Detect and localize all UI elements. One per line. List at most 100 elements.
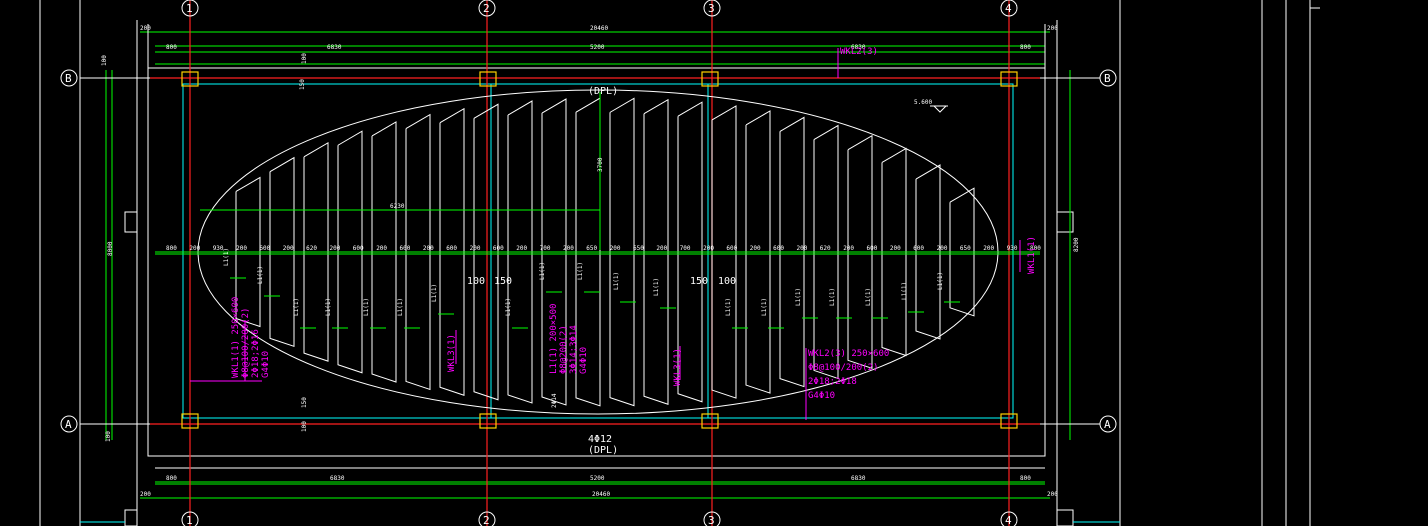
louver-slat (507, 100, 533, 404)
frame-lines (39, 0, 1320, 526)
l1-label: L1(1) (577, 262, 584, 280)
beam-dim-label: 650 (633, 245, 644, 252)
l1-label: L1(1) (725, 298, 732, 316)
axis-bubble-col-2: 2 2 (478, 0, 496, 526)
right-vertical-label: WKL1(1) (1027, 236, 1037, 274)
dim-top-2: 5200 (590, 44, 605, 51)
l1-label: L1(1) (363, 298, 370, 316)
louver-slat (235, 176, 261, 328)
beam-dim-label: 200 (703, 245, 714, 252)
axis-bubble-col-4: 4 4 (1000, 0, 1018, 526)
beam-dim-label: 600 (726, 245, 737, 252)
louver-slat (337, 130, 363, 374)
louver-slat (371, 121, 397, 383)
l1-label: L1(1) (829, 288, 836, 306)
beam-dim-label: 200 (189, 245, 200, 252)
wkl2-right-line0: WKL2(3) 250×600 (808, 349, 889, 359)
axis-col-2-bottom: 2 (483, 514, 490, 526)
beam-dim-label: 700 (680, 245, 691, 252)
l1-label: L1(1) (223, 248, 230, 266)
louver-slat (779, 116, 805, 388)
beam-dim-label: 600 (400, 245, 411, 252)
slab-outline (147, 67, 1046, 457)
wkl-top-label: WKL2(3) (840, 47, 878, 57)
beam-dim-label: 200 (330, 245, 341, 252)
beam-dim-label: 200 (890, 245, 901, 252)
top-dpl-label: (DPL) (588, 86, 618, 97)
axis-bubbles: 1 1 2 2 3 3 4 4 B B (60, 0, 1117, 526)
beam-dim-label: 600 (913, 245, 924, 252)
axis-bubble-row-B: B B (60, 69, 1117, 87)
l1-label: L1(1) (865, 288, 872, 306)
dim-left-100-bot: 100 (105, 431, 112, 442)
beam-dim-label: 650 (960, 245, 971, 252)
vertical-mid-label: WKL3(1) (673, 348, 683, 386)
bottom-2phi14: 2Φ14 (551, 393, 558, 408)
louver-slat (405, 113, 431, 391)
louver-slat (541, 98, 567, 406)
dim-left-8000: 8000 (107, 241, 114, 256)
wkl1-left-line0: WKL1(1) 250×600 (231, 297, 241, 378)
l1-label: L1(1) (293, 298, 300, 316)
l1-label: L1(1) (431, 284, 438, 302)
dim-top-1: 6830 (327, 44, 342, 51)
side-dimensions: 100 8000 100 8200 (101, 55, 1080, 442)
dim-top-3: 6830 (851, 44, 866, 51)
louver-slat (711, 105, 737, 399)
dim-3700: 3700 (597, 157, 604, 172)
dim-150-mid-b: 150 (690, 276, 708, 287)
wkl2-right-line3: G4Φ10 (808, 391, 835, 401)
beam-dim-labels: 800 200 930 200 600 200 620 200 600 200 600 200 600 2… (166, 245, 1041, 252)
dim-150-lower: 150 (301, 397, 308, 408)
axis-row-A-right: A (1104, 418, 1111, 431)
axis-col-4-top: 4 (1005, 2, 1012, 15)
l1-beam-labels: L1(1) L1(1) L1(1) L1(1) L1(1) L1(1) L1(1) L1(1)… (223, 248, 960, 329)
columns (181, 71, 1018, 429)
l1-label: L1(1) (325, 298, 332, 316)
axis-col-3-top: 3 (708, 2, 715, 15)
dim-total-top: 20460 (590, 25, 608, 32)
bottom-bar-label: 4Φ12 (588, 434, 612, 445)
axis-col-2-top: 2 (483, 2, 490, 15)
l1-label: L1(1) (937, 272, 944, 290)
center-line3: G4Φ10 (579, 347, 589, 374)
beam-dim-label: 620 (820, 245, 831, 252)
beam-dim-label: 200 (516, 245, 527, 252)
beam-dim-label: 600 (867, 245, 878, 252)
dim-100-lower: 100 (301, 421, 308, 432)
louver-slat (881, 147, 907, 357)
beam-dim-label: 200 (750, 245, 761, 252)
wkl2-right-line2: 2Φ18;2Φ18 (808, 377, 857, 387)
beam-dim-label: 600 (353, 245, 364, 252)
l1-label: L1(1) (257, 266, 264, 284)
beam-dim-label: 200 (423, 245, 434, 252)
beam-dim-label: 930 (1007, 245, 1018, 252)
louver-slat (609, 97, 635, 407)
wkl1-left-line3: G4Φ10 (261, 351, 271, 378)
beam-dim-label: 930 (213, 245, 224, 252)
axis-col-1-bottom: 1 (186, 514, 193, 526)
beam-dim-label: 620 (306, 245, 317, 252)
dim-right-8200: 8200 (1073, 237, 1080, 252)
louver-slat (813, 124, 839, 380)
dim-edge-left-bottom: 200 (140, 491, 151, 498)
beam-dim-label: 200 (283, 245, 294, 252)
mid-dimension-string: 800 200 930 200 600 200 620 200 600 200 600 200 600 2… (155, 92, 1041, 255)
center-line2: 3Φ14;3Φ14 (569, 325, 579, 374)
dim-150-upper: 150 (299, 79, 306, 90)
louver-slats (235, 97, 975, 407)
beam-dim-label: 200 (937, 245, 948, 252)
beam-dim-label: 650 (586, 245, 597, 252)
l1-label: L1(1) (613, 272, 620, 290)
wkl1-left-line2: 2Φ18;2Φ16 (251, 329, 261, 378)
l1-label: L1(1) (539, 262, 546, 280)
axis-col-3-bottom: 3 (708, 514, 715, 526)
beam-dim-label: 200 (470, 245, 481, 252)
louver-slat (473, 103, 499, 401)
wkl2-right-line1: Φ8@100/200(2) (808, 363, 878, 373)
center-line0: L1(1) 200×500 (549, 304, 559, 374)
annotations: WKL2(3) WKL1(1) 250×600 Φ8@100/200(2) 2Φ… (190, 47, 1037, 420)
axis-col-1-top: 1 (186, 2, 193, 15)
beam-dim-label: 800 (1030, 245, 1041, 252)
dim-bot-2: 5200 (590, 475, 605, 482)
